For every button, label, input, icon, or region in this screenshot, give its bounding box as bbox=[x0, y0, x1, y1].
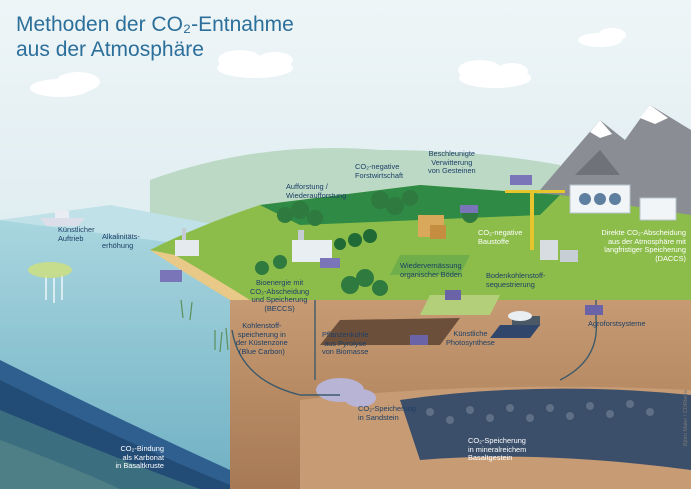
label-alkalinitaet: Alkalinitäts- erhöhung bbox=[102, 232, 140, 250]
title-line-2: aus der Atmosphäre bbox=[16, 38, 204, 61]
cloud-icon bbox=[578, 28, 626, 47]
building-icon bbox=[540, 240, 578, 262]
algae-bloom bbox=[28, 262, 72, 278]
label-kohlenstoff-kueste: Kohlenstoff- speicherung in der Küstenzo… bbox=[236, 321, 288, 356]
ship-icon bbox=[40, 211, 85, 226]
seagrass-icon bbox=[180, 299, 229, 353]
tractor-icon bbox=[410, 290, 603, 345]
page-title: Methoden der CO₂-Entnahme aus der Atmosp… bbox=[16, 12, 294, 62]
label-beccs: Bioenergie mit CO₂-Abscheidung und Speic… bbox=[250, 278, 310, 313]
solar-panel-icon bbox=[490, 325, 540, 338]
rock-pile-icon bbox=[426, 400, 654, 424]
label-wiedervernaessung: Wiedervernässung organischer Böden bbox=[400, 261, 463, 279]
factory-icon bbox=[175, 228, 199, 256]
label-bodenkohlenstoff: Bodenkohlenstoff- sequestrierung bbox=[486, 271, 546, 289]
label-sandstein: CO₂-Speicherung in Sandstein bbox=[358, 404, 416, 422]
label-pflanzenkohle: Pflanzenkohle aus Pyrolyse von Biomasse bbox=[322, 330, 369, 357]
cloud-icon bbox=[458, 60, 531, 88]
cloud-icon bbox=[30, 72, 100, 97]
wetland bbox=[390, 255, 470, 275]
label-daccs: Direkte CO₂-Abscheidung aus der Atmosphä… bbox=[601, 228, 686, 263]
label-agroforst: Agroforstsysteme bbox=[588, 319, 646, 328]
label-aufforstung: Aufforstung / Wiederaufforstung bbox=[286, 182, 347, 200]
tree-icon bbox=[334, 229, 377, 250]
building-icon bbox=[418, 215, 446, 239]
title-line-1: Methoden der CO₂-Entnahme bbox=[16, 13, 294, 36]
label-basaltkruste: CO₂-Bindung als Karbonat in Basaltkruste bbox=[115, 444, 164, 471]
upwelling-pipe-icon bbox=[45, 275, 63, 303]
tree-icon bbox=[255, 190, 478, 296]
image-credit: Björn Maier / CDRterra bbox=[683, 390, 689, 446]
factory-icon bbox=[508, 311, 540, 326]
fan-unit-icon bbox=[569, 184, 677, 221]
field bbox=[420, 295, 500, 315]
label-baustoffe: CO₂-negative Baustoffe bbox=[478, 228, 523, 246]
cloud-icon bbox=[217, 50, 293, 78]
beach bbox=[150, 250, 250, 300]
crane-icon bbox=[505, 190, 565, 250]
label-kuenstlicher-auftrieb: Künstlicher Auftrieb bbox=[58, 225, 95, 243]
label-photosynthese: Künstliche Photosynthese bbox=[446, 329, 495, 347]
truck-icon bbox=[160, 175, 532, 282]
label-verwitterung: Beschleunigte Verwitterung von Gesteinen bbox=[428, 149, 476, 176]
sandstone-reservoir bbox=[316, 378, 376, 407]
label-co2-forstwirtschaft: CO₂-negative Forstwirtschaft bbox=[355, 162, 404, 180]
label-basaltgestein: CO₂-Speicherung in mineralreichem Basalt… bbox=[468, 436, 527, 463]
factory-icon bbox=[292, 230, 332, 262]
